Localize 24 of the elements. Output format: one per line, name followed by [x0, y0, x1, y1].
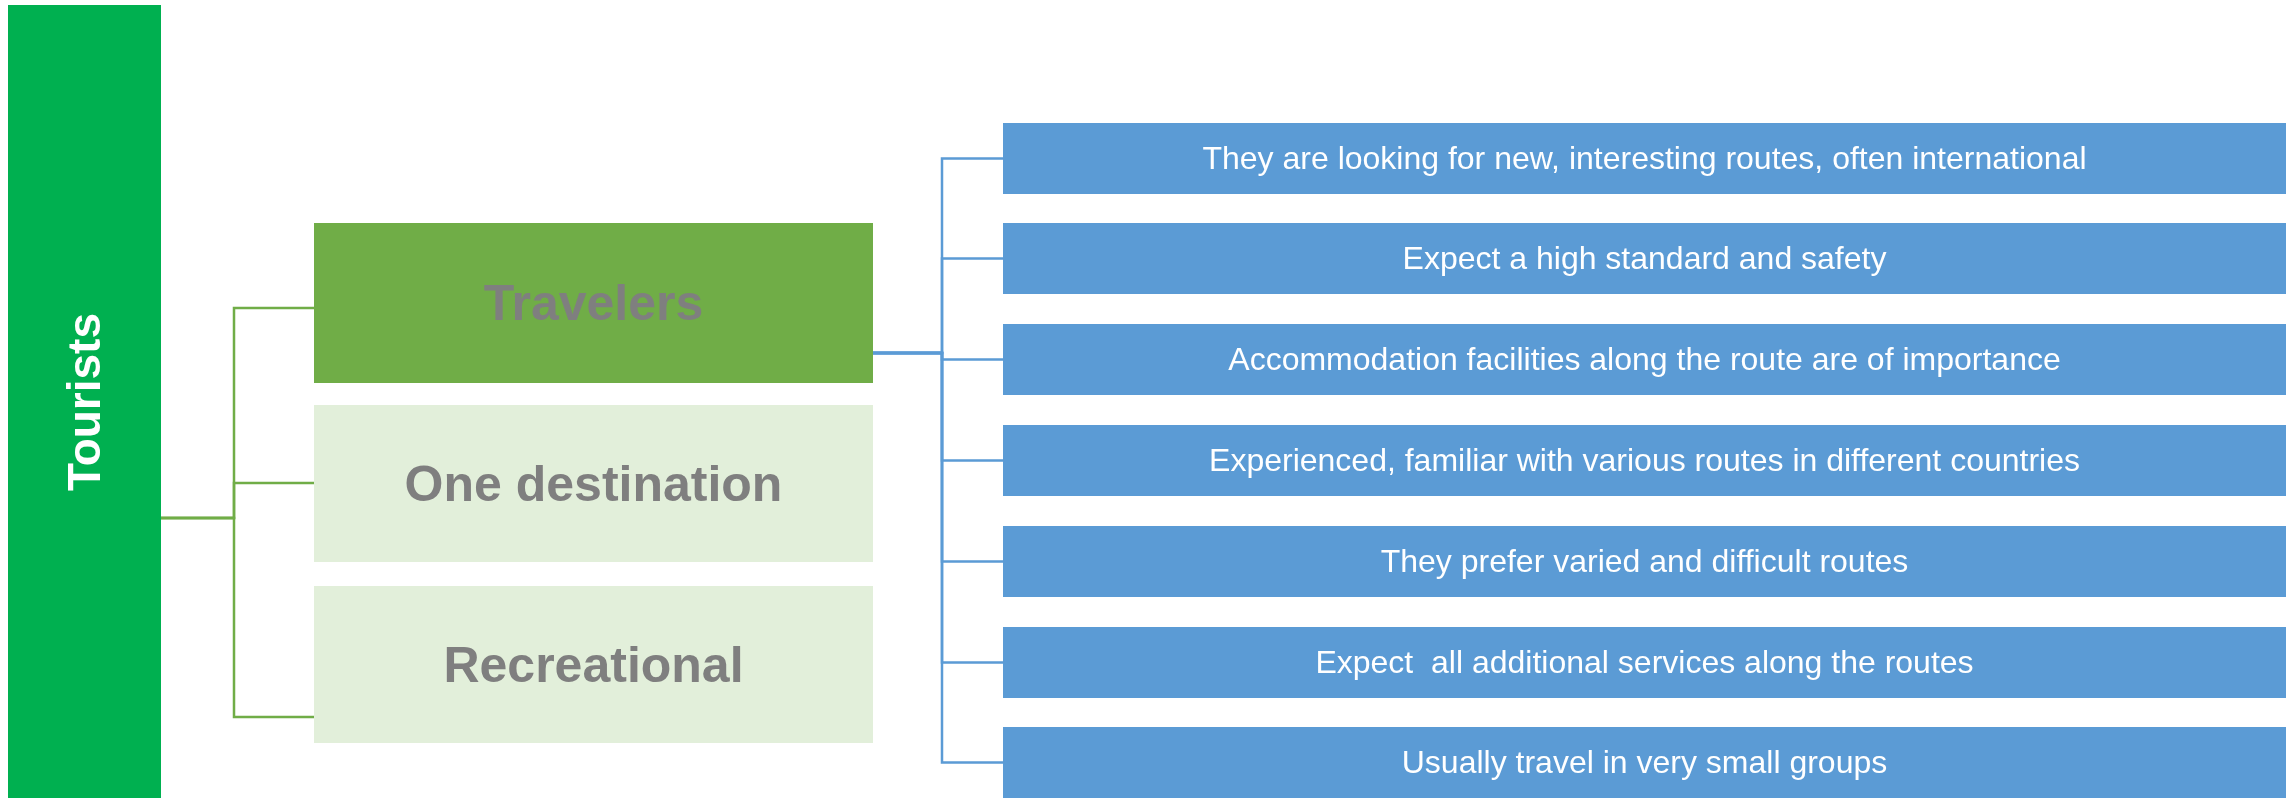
category-box	[314, 586, 873, 743]
feature-box	[1003, 727, 2286, 798]
feature-text: Expect a high standard and safety	[1402, 240, 1887, 277]
feature-box	[1003, 324, 2286, 395]
feature-text: Experienced, familiar with various routes in different countries	[1209, 442, 2080, 479]
connector-line	[161, 516, 314, 719]
category-box	[314, 223, 873, 383]
feature-box	[1003, 223, 2286, 294]
feature-box	[1003, 425, 2286, 496]
feature-text: They are looking for new, interesting routes, often international	[1202, 140, 2087, 177]
category-label: Tourists	[57, 312, 112, 491]
feature-box	[1003, 123, 2286, 194]
category-label: Travelers	[483, 274, 704, 332]
feature-text: Accommodation facilities along the route are of importance	[1228, 341, 2061, 378]
feature-box	[1003, 526, 2286, 597]
category-bar	[8, 5, 161, 798]
feature-text: Expect all additional services along the routes	[1315, 644, 1974, 681]
feature-box	[1003, 627, 2286, 698]
category-label: Recreational	[443, 635, 744, 694]
feature-text: Usually travel in very small groups	[1401, 744, 1888, 781]
category-label: One destination	[404, 454, 783, 513]
category-box	[314, 405, 873, 562]
connector-line	[873, 351, 1003, 764]
feature-text: They prefer varied and difficult routes	[1380, 543, 1909, 580]
